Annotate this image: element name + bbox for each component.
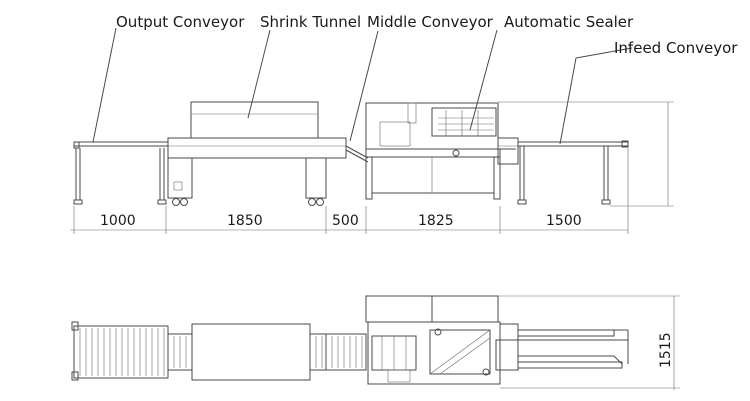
- shrink-tunnel-top: [167, 323, 327, 381]
- infeed-conveyor-top: [517, 329, 629, 369]
- middle-conveyor-side: [345, 145, 369, 163]
- width-dimension-line: [498, 295, 680, 390]
- dimension-output-length: 1000: [100, 213, 136, 229]
- output-conveyor-label: Output Conveyor: [116, 13, 245, 31]
- dimension-tunnel-length: 1850: [227, 213, 263, 229]
- top-view: 1515: [71, 295, 680, 390]
- output-conveyor-top: [71, 321, 169, 381]
- automatic-sealer-top: [365, 295, 519, 385]
- dimension-sealer-length: 1825: [418, 213, 454, 229]
- automatic-sealer-side: [365, 102, 520, 200]
- dimension-infeed-length: 1500: [546, 213, 582, 229]
- infeed-conveyor-side: [517, 140, 629, 205]
- callout-leaders: [92, 27, 633, 145]
- dimension-middle-length: 500: [332, 213, 359, 229]
- automatic-sealer-label: Automatic Sealer: [504, 13, 634, 31]
- shrink-tunnel-label: Shrink Tunnel: [260, 13, 361, 31]
- output-conveyor-side: [73, 141, 168, 205]
- middle-conveyor-label: Middle Conveyor: [367, 13, 494, 31]
- middle-conveyor-top: [325, 333, 367, 371]
- height-dimension-line: [498, 101, 674, 207]
- dimension-chain: [70, 148, 629, 234]
- infeed-conveyor-label: Infeed Conveyor: [614, 39, 738, 57]
- dimension-overall-width: 1515: [658, 332, 674, 368]
- side-view: Output Conveyor Shrink Tunnel Middle Con…: [70, 13, 738, 234]
- shrink-tunnel-side: [167, 101, 347, 206]
